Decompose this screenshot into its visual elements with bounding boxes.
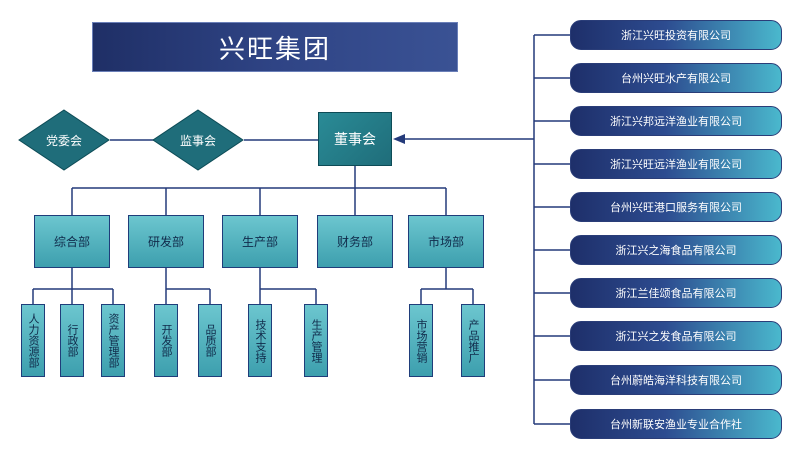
sub-development: 开发部 (154, 304, 178, 377)
company-item: 浙江兴之海食品有限公司 (570, 235, 782, 265)
dept-marketing: 市场部 (408, 215, 484, 268)
dept-finance: 财务部 (317, 215, 393, 268)
diamond-shape (18, 109, 110, 171)
company-item: 浙江兰佳颂食品有限公司 (570, 278, 782, 308)
supervisory-board-node: 监事会 (152, 109, 244, 171)
dept-rnd: 研发部 (128, 215, 204, 268)
diamond-shape (152, 109, 244, 171)
sub-marketing: 市场营销 (409, 304, 433, 377)
company-item: 台州新联安渔业专业合作社 (570, 409, 782, 439)
dept-production: 生产部 (222, 215, 298, 268)
supervisory-board-label: 监事会 (179, 133, 216, 148)
page-title: 兴旺集团 (92, 22, 458, 72)
company-item: 台州蔚皓海洋科技有限公司 (570, 365, 782, 395)
company-item: 浙江兴之发食品有限公司 (570, 321, 782, 351)
dept-general: 综合部 (34, 215, 110, 268)
company-item: 浙江兴邦远洋渔业有限公司 (570, 106, 782, 136)
company-item: 台州兴旺水产有限公司 (570, 63, 782, 93)
sub-hr: 人力资源部 (21, 304, 45, 377)
sub-production-mgmt: 生产管理 (304, 304, 328, 377)
party-committee-label: 党委会 (45, 133, 82, 148)
sub-admin: 行政部 (60, 304, 84, 377)
board-of-directors-node: 董事会 (318, 112, 392, 166)
party-committee-node: 党委会 (18, 109, 110, 171)
company-item: 浙江兴旺投资有限公司 (570, 20, 782, 50)
company-item: 浙江兴旺远洋渔业有限公司 (570, 149, 782, 179)
sub-product-promo: 产品推广 (461, 304, 485, 377)
company-item: 台州兴旺港口服务有限公司 (570, 192, 782, 222)
sub-quality: 品质部 (198, 304, 222, 377)
sub-asset-mgmt: 资产管理部 (101, 304, 125, 377)
sub-tech-support: 技术支持 (248, 304, 272, 377)
